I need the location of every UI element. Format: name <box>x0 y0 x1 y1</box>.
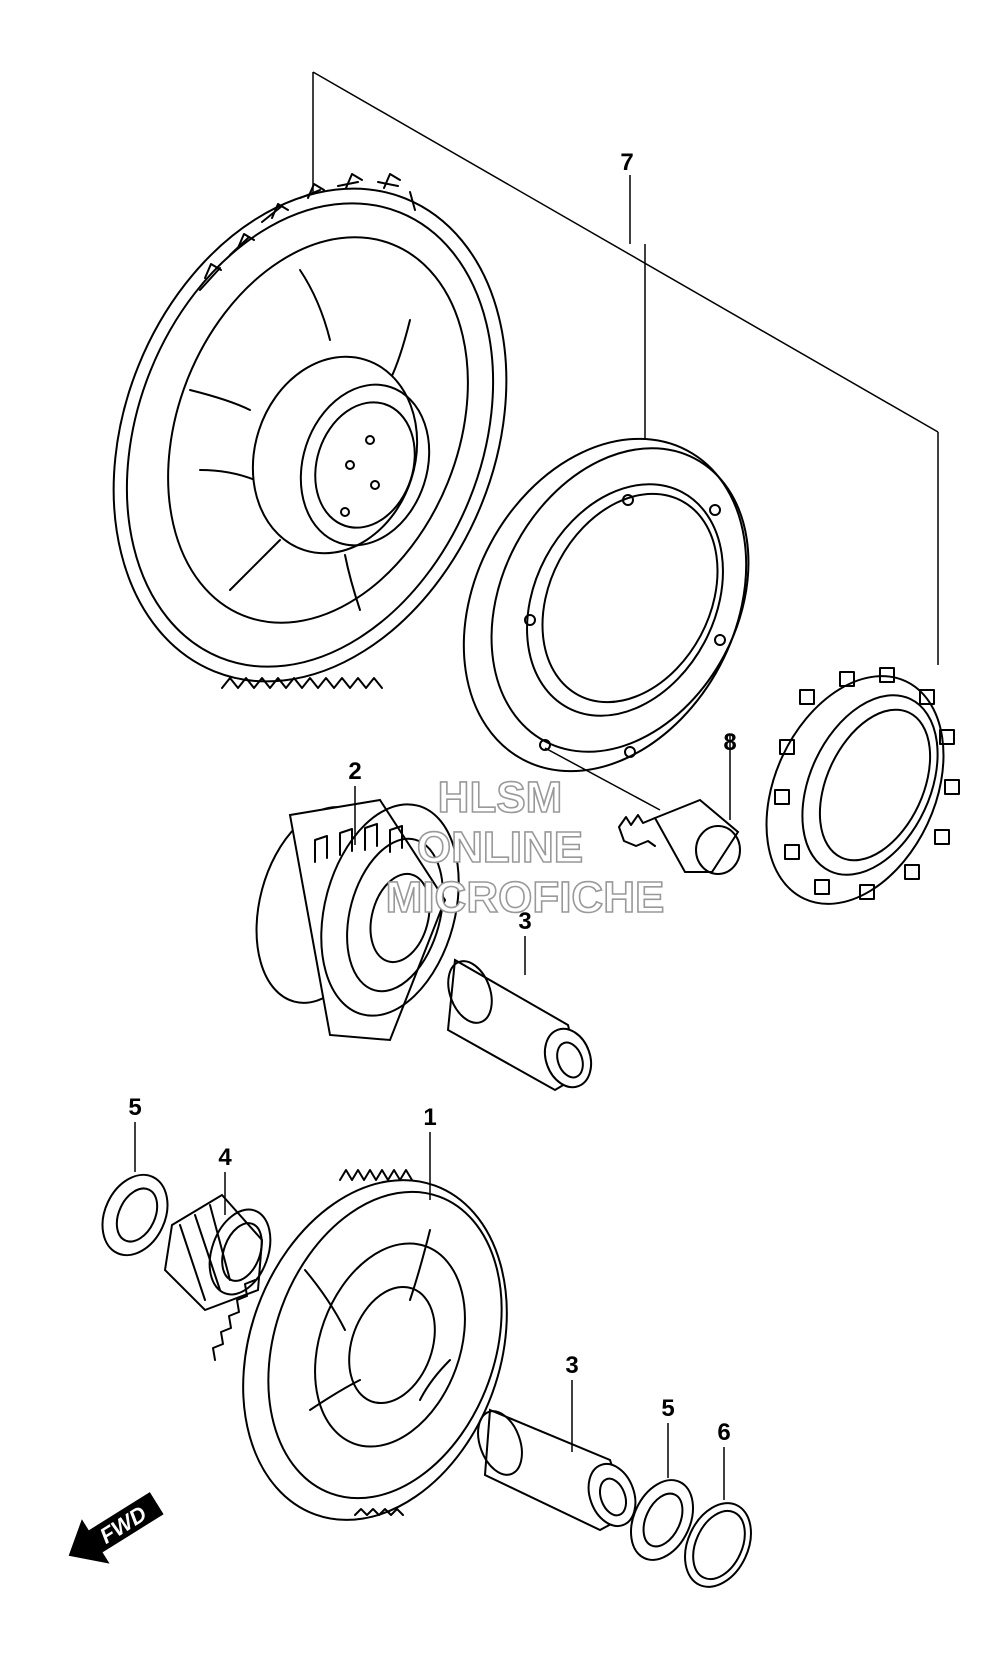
part-label-3-upper: 3 <box>518 908 531 935</box>
part-label-5-left: 5 <box>128 1094 141 1121</box>
bolt <box>544 735 741 875</box>
watermark-line-3: MICROFICHE <box>386 873 665 922</box>
part-label-4: 4 <box>218 1144 232 1171</box>
idler-gear <box>255 798 460 1042</box>
washer-left <box>101 1173 169 1257</box>
part-number-labels: 7 8 2 3 5 1 4 3 5 6 <box>128 149 736 1446</box>
watermark: HLSM ONLINE MICROFICHE <box>385 772 665 923</box>
fwd-arrow-icon <box>68 1492 164 1564</box>
part-label-1: 1 <box>423 1104 436 1131</box>
clutch-housing-ring <box>462 437 750 773</box>
one-way-clutch-cage <box>765 667 960 905</box>
thrust-washer <box>684 1502 752 1588</box>
callout-leaders <box>134 786 725 1500</box>
fwd-direction-arrow: FWD <box>68 1492 164 1564</box>
part-label-8: 8 <box>723 729 736 756</box>
watermark-line-2: ONLINE <box>417 823 583 872</box>
part-label-2: 2 <box>348 758 361 785</box>
part-label-5-lower: 5 <box>661 1395 674 1422</box>
needle-bearing <box>163 1193 272 1312</box>
driven-gear <box>212 1169 508 1521</box>
watermark-line-1: HLSM <box>438 773 563 822</box>
shaft-lower <box>477 1408 637 1532</box>
part-label-6: 6 <box>717 1419 730 1446</box>
part-label-3-lower: 3 <box>565 1352 578 1379</box>
shaft-upper <box>446 958 593 1092</box>
starter-clutch-gear <box>112 173 508 689</box>
washer-lower <box>630 1479 694 1561</box>
part-label-7: 7 <box>620 149 633 176</box>
